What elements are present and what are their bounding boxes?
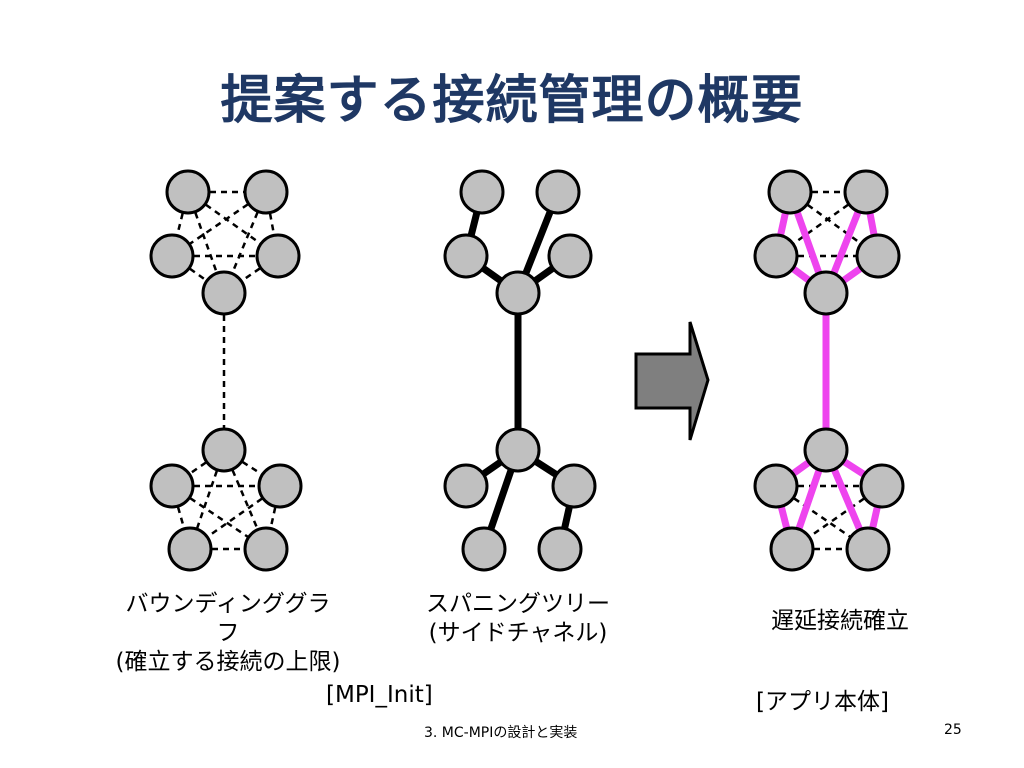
lazy-connection-caption: 遅延接続確立 [771, 608, 909, 634]
node [149, 463, 195, 509]
node [243, 526, 289, 572]
node [845, 526, 891, 572]
right-arrow-icon [634, 321, 710, 441]
caption-line: バウンディンググラ [125, 591, 331, 617]
node [149, 233, 195, 279]
node [537, 526, 583, 572]
page-number: 25 [944, 722, 962, 738]
node [859, 463, 905, 509]
node [803, 427, 849, 473]
node [165, 169, 211, 215]
node [443, 463, 489, 509]
node [767, 169, 813, 215]
caption-line: フ [216, 620, 240, 646]
caption-line: (確立する接続の上限) [115, 649, 341, 675]
node [843, 169, 889, 215]
node [201, 427, 247, 473]
node [753, 463, 799, 509]
node [769, 526, 815, 572]
mpi-init-label: [MPI_Init] [326, 682, 433, 708]
node [803, 270, 849, 316]
node [201, 270, 247, 316]
footer-section: 3. MC-MPIの設計と実装 [424, 725, 578, 741]
node [535, 169, 581, 215]
bounding-graph-nodes [149, 169, 303, 572]
node [255, 233, 301, 279]
app-body-label: [アプリ本体] [756, 689, 889, 715]
node [461, 526, 507, 572]
node [257, 463, 303, 509]
node [547, 233, 593, 279]
node [551, 463, 597, 509]
node [443, 233, 489, 279]
lazy-graph-nodes [753, 169, 905, 572]
node [855, 233, 901, 279]
caption-line: スパニングツリー [426, 591, 610, 617]
caption-line: (サイドチャネル) [428, 620, 608, 646]
spanning-tree-nodes [443, 169, 597, 572]
node [167, 526, 213, 572]
node [495, 427, 541, 473]
node [459, 169, 505, 215]
bounding-graph-caption: バウンディンググラ フ (確立する接続の上限) [78, 590, 378, 677]
node [495, 270, 541, 316]
spanning-tree-caption: スパニングツリー (サイドチャネル) [388, 590, 648, 648]
slide-title: 提案する接続管理の概要 [220, 71, 804, 131]
node [753, 233, 799, 279]
node [243, 169, 289, 215]
